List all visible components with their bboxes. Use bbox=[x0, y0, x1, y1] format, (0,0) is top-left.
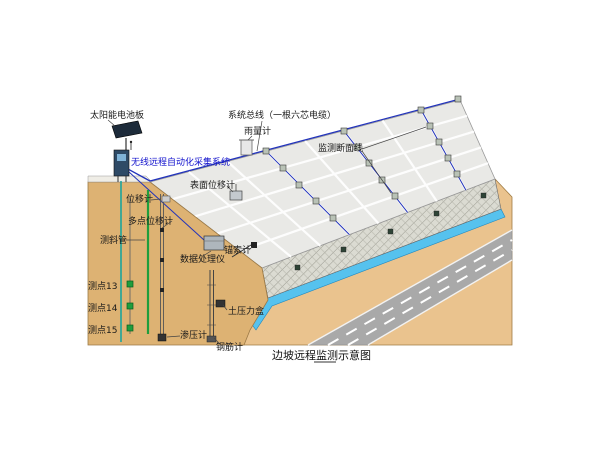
label-point-13: 测点13 bbox=[88, 281, 117, 292]
surface-instruments bbox=[111, 120, 257, 258]
measure-point-markers bbox=[126, 280, 134, 332]
boreholes bbox=[120, 181, 226, 343]
wall-drain-holes bbox=[294, 192, 487, 271]
leader-lines bbox=[107, 119, 427, 345]
wireless-collector-icon bbox=[113, 149, 130, 177]
road bbox=[306, 229, 513, 346]
label-rain-gauge: 雨量计 bbox=[244, 125, 271, 137]
surface-displacement-icon bbox=[229, 184, 243, 201]
anchor-meter-icon bbox=[231, 242, 257, 258]
earth-pressure-cell-icon bbox=[215, 299, 226, 308]
label-solar-panel: 太阳能电池板 bbox=[90, 109, 144, 121]
solar-panel-icon bbox=[111, 120, 143, 139]
label-section-line: 监测断面线 bbox=[318, 142, 363, 154]
diagram-caption: 边坡远程监测示意图 bbox=[272, 348, 371, 362]
label-point-15: 测点15 bbox=[88, 325, 117, 336]
label-system-bus: 系统总线（一根六芯电缆） bbox=[228, 109, 336, 121]
label-data-processor: 数据处理仪 bbox=[180, 253, 225, 265]
label-seepage-meter: 渗压计 bbox=[180, 329, 207, 341]
road-dash-line bbox=[347, 249, 513, 346]
label-wireless-system: 无线远程自动化采集系统 bbox=[131, 156, 230, 168]
data-processor-icon bbox=[203, 235, 225, 251]
label-multipoint-displacement: 多点位移计 bbox=[128, 215, 173, 227]
road-dash-line bbox=[327, 239, 513, 346]
label-inclinometer-tube: 测斜管 bbox=[100, 234, 127, 246]
label-displacement: 位移计 bbox=[126, 193, 153, 205]
rebar-meter-icon bbox=[206, 270, 217, 343]
label-anchor-meter: 锚索计 bbox=[224, 244, 251, 256]
label-rebar-meter: 钢筋计 bbox=[216, 341, 243, 353]
label-surface-displacement: 表面位移计 bbox=[190, 179, 235, 191]
seepage-meter-icon bbox=[157, 333, 167, 342]
label-point-14: 测点14 bbox=[88, 303, 118, 314]
displacement-meter-icon bbox=[161, 195, 171, 203]
label-earth-pressure-cell: 土压力盒 bbox=[228, 305, 264, 317]
rain-gauge-icon bbox=[239, 139, 254, 156]
